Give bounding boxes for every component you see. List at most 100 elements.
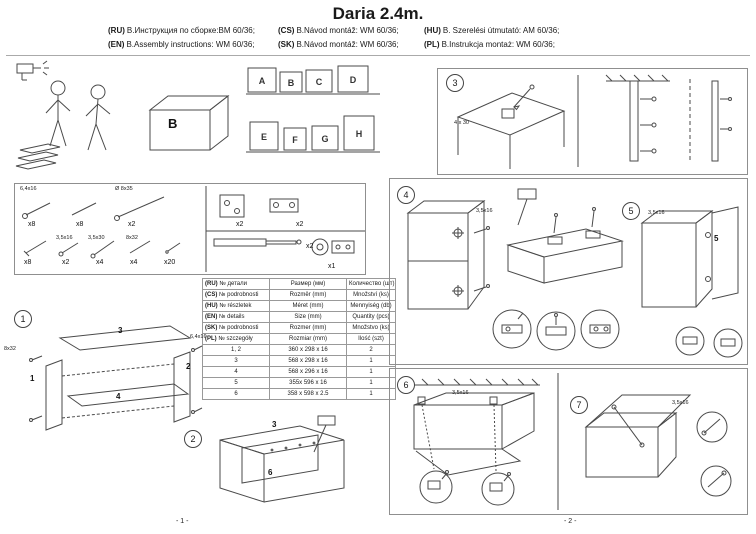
cabinet-b-label: B xyxy=(168,116,178,131)
part-no-cell: 4 xyxy=(202,366,270,378)
header-name-cell: (CS) № podrobnosti xyxy=(202,289,270,301)
header-size-cell: Размер (мм) xyxy=(269,278,347,290)
screw-icon xyxy=(90,240,115,259)
table-data-row: 5 355x 596 x 16 1 xyxy=(202,377,396,389)
part-no-cell: 6 xyxy=(202,388,270,400)
hammer-icon xyxy=(313,415,336,453)
step-6-number: 6 xyxy=(397,376,415,394)
part-no-cell: 5 xyxy=(202,377,270,389)
page-number-2: - 2 - xyxy=(564,518,577,525)
header-size-cell: Rozmiar (mm) xyxy=(269,333,347,345)
wood-dowel-icon xyxy=(129,240,151,254)
lang-code-sk: (SK) xyxy=(278,40,295,49)
hinge-detail-circles-small xyxy=(675,326,743,358)
lang-code: (RU) xyxy=(205,280,218,287)
header-name-cell: (EN) № details xyxy=(202,311,270,323)
hardware-qty: x20 xyxy=(164,259,176,266)
part-label: 6 xyxy=(268,468,273,477)
header-size-cell: Méret (mm) xyxy=(269,300,347,312)
fitting-qty: x1 xyxy=(328,263,336,270)
lang-line-cs: (CS)B.Návod montáž: WM 60/36; xyxy=(278,26,399,35)
header-name-cell: (SK) № podrobnosti xyxy=(202,322,270,334)
step4-hinge-mounting xyxy=(506,207,624,284)
screw-icon xyxy=(29,355,43,362)
person-figure-left xyxy=(45,80,71,147)
fitting-qty: x2 xyxy=(296,221,304,228)
hardware-qty: x2 xyxy=(62,259,70,266)
lang-code: (CS) xyxy=(205,291,218,298)
step7-gas-strut xyxy=(584,394,692,478)
step4-5-drawing xyxy=(406,188,743,358)
screw-icon xyxy=(29,415,43,422)
lang-code: (HU) xyxy=(205,302,218,309)
step6-wall-mounting xyxy=(404,378,540,476)
header-size-cell: Rozměr (mm) xyxy=(269,289,347,301)
lineup-label-g: G xyxy=(321,134,328,144)
hinge-detail-circles xyxy=(492,309,620,351)
parts-table-wrap: (RU) № детали Размер (мм) Количество (шт… xyxy=(202,278,396,400)
hardware-size-label: Ø 8x35 xyxy=(115,186,133,192)
table-header-row: (HU) № részletek Méret (mm) Mennyiség (d… xyxy=(202,300,396,312)
table-header-row: (CS) № podrobnosti Rozměr (mm) Množství … xyxy=(202,289,396,301)
boards-stack xyxy=(15,143,61,170)
step-3-number: 3 xyxy=(446,74,464,92)
gas-strut-icon xyxy=(213,238,302,247)
header-name-cell: (RU) № детали xyxy=(202,278,270,290)
part-size-cell: 360 x 298 x 16 xyxy=(269,344,347,356)
header-name-cell: (PL) № szczegóły xyxy=(202,333,270,345)
strut-detail-circles xyxy=(696,411,732,497)
table-data-row: 1, 2 360 x 298 x 16 2 xyxy=(202,344,396,356)
header-qty-cell: Количество (шт) xyxy=(346,278,396,290)
lang-line-ru: (RU)В.Инструкция по сборке:ВМ 60/36; xyxy=(108,26,255,35)
screw-size-label: 3,5x16 xyxy=(672,400,689,406)
lineup-label-a: A xyxy=(259,76,266,86)
lang-code-en: (EN) xyxy=(108,40,125,49)
lang-text-pl: B.Instrukcja montaż: WM 60/36; xyxy=(441,40,555,49)
hardware-size-label: 3,5x16 xyxy=(56,235,73,241)
page-title: Daria 2.4m. xyxy=(332,4,424,23)
header-size-cell: Size (mm) xyxy=(269,311,347,323)
corner-bracket-detail xyxy=(456,84,566,169)
part-label: 2 xyxy=(186,362,191,371)
part-label: 3 xyxy=(272,420,277,429)
step6-7-drawing xyxy=(404,373,732,510)
table-data-row: 4 568 x 296 x 16 1 xyxy=(202,366,396,378)
part-no-cell: 3 xyxy=(202,355,270,367)
part-size-cell: 358 x 598 x 2.5 xyxy=(269,388,347,400)
person-figure-right xyxy=(85,84,111,151)
bracket-detail-circles xyxy=(419,470,515,506)
lineup-label-h: H xyxy=(356,129,363,139)
small-screw-icon xyxy=(58,242,79,257)
lang-code-ru: (RU) xyxy=(108,26,125,35)
lang-text-hu: B. Szerelési útmutató: AM 60/36; xyxy=(442,26,560,35)
lang-line-hu: (HU)B. Szerelési útmutató: AM 60/36; xyxy=(424,26,559,35)
table-header-row: (RU) № детали Размер (мм) Количество (шт… xyxy=(202,278,396,290)
nail-icon xyxy=(23,240,47,257)
step-4-number: 4 xyxy=(397,186,415,204)
mallet-icon xyxy=(517,188,537,226)
table-data-row: 6 358 x 598 x 2.5 1 xyxy=(202,388,396,400)
lang-code-hu: (HU) xyxy=(424,26,441,35)
hardware-panel xyxy=(14,183,366,275)
lang-code: (EN) xyxy=(205,313,218,320)
header-name-cell: (HU) № részletek xyxy=(202,300,270,312)
part-no-cell: 1, 2 xyxy=(202,344,270,356)
lineup-label-d: D xyxy=(350,75,357,85)
screw-size-label: 8x32 xyxy=(4,346,16,352)
part-size-cell: 568 x 298 x 16 xyxy=(269,355,347,367)
step4-cabinet xyxy=(406,200,490,310)
lang-text-cs: B.Návod montáž: WM 60/36; xyxy=(296,26,399,35)
hardware-qty: x4 xyxy=(96,259,104,266)
hardware-qty: x8 xyxy=(76,221,84,228)
step-1-number: 1 xyxy=(14,310,32,328)
lang-code-cs: (CS) xyxy=(278,26,295,35)
header-divider xyxy=(6,55,750,56)
long-screw-icon xyxy=(114,196,165,221)
step2-back-panel-drawing xyxy=(219,415,345,503)
lang-text-sk: B.Návod montáž: WM 60/36; xyxy=(296,40,399,49)
part-qty-cell: 1 xyxy=(346,388,396,400)
hardware-size-label: 8x32 xyxy=(126,235,138,241)
step4-5-panel xyxy=(389,178,748,365)
parts-table: (RU) № детали Размер (мм) Количество (шт… xyxy=(202,278,396,400)
screw-icon xyxy=(191,345,203,352)
